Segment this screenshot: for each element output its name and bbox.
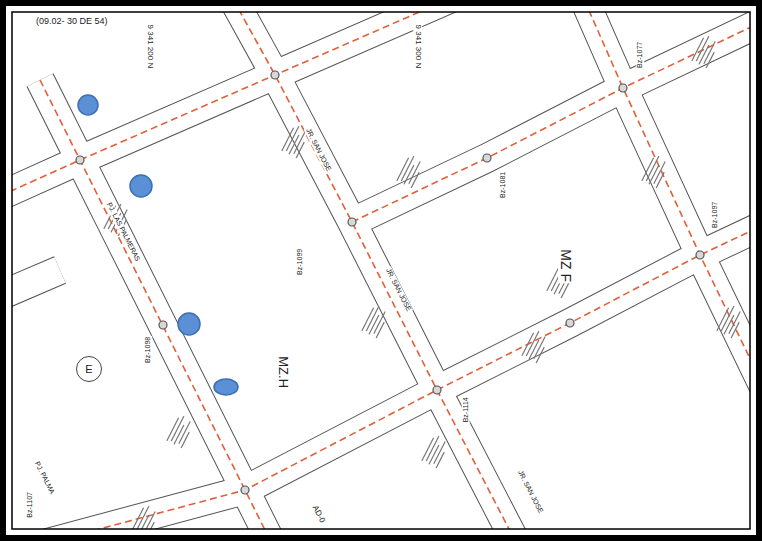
manhole-code: Bz-1081 [499, 171, 507, 199]
manhole-code: Bz-1097 [711, 201, 719, 229]
street-name: JR. SAN JOSE [303, 126, 332, 173]
street-name: PJ. PALMA [32, 459, 56, 496]
outer-frame [3, 3, 759, 538]
annotation-block [104, 34, 745, 529]
manhole-code: Bz-1099 [296, 248, 304, 276]
street-name: PJ. LAS PALMERAS [104, 200, 141, 263]
manhole-code: Bz-1098 [144, 336, 152, 364]
marker-dot [78, 95, 238, 395]
block-name: MZ.H [276, 355, 290, 389]
manhole-code: Bz-1077 [636, 41, 644, 69]
block-name: MZ F [557, 248, 572, 283]
street-name: JR. SAN JOSE [383, 266, 412, 313]
zone-circle: E [76, 356, 102, 382]
area-code: AD-0 [310, 503, 327, 525]
coordinate-label: 9 341 300 N [413, 23, 422, 69]
manhole [76, 71, 704, 529]
zone-letter: E [85, 363, 92, 375]
sheet-reference: (09.02- 30 DE 54) [35, 17, 109, 27]
sewer-line [12, 12, 750, 529]
coordinate-label: 9 341 200 N [145, 23, 154, 69]
manhole-code: Bz-1114 [461, 396, 469, 423]
street-name: JR. SAN JOSE [515, 468, 544, 515]
street-edges [12, 12, 750, 529]
manhole-code: Bz-1107 [26, 491, 34, 519]
inner-frame [12, 12, 750, 529]
